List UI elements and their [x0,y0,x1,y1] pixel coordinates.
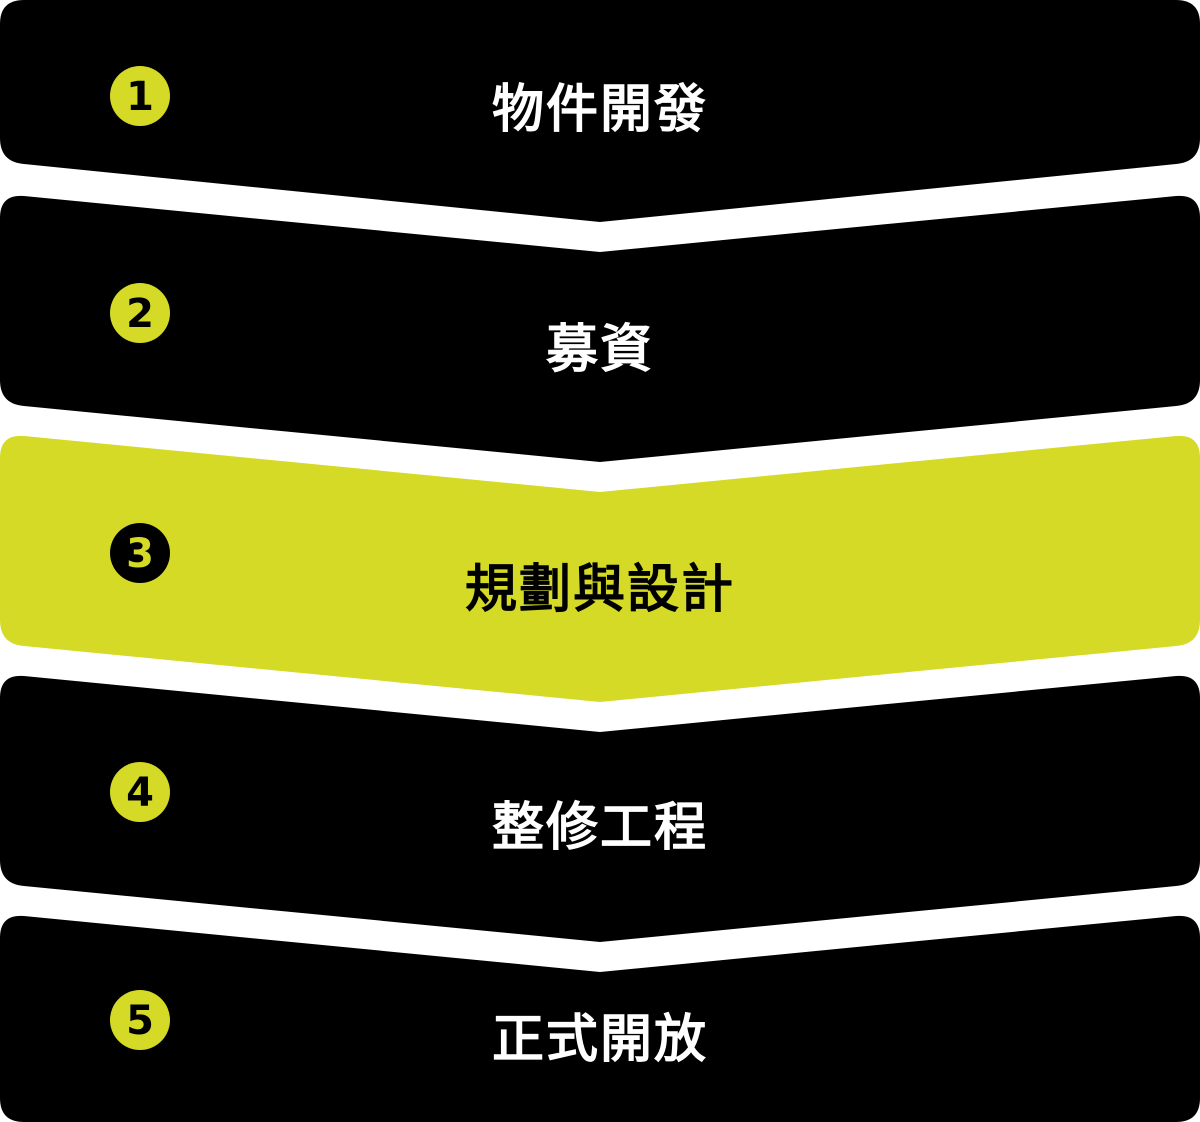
step-3-chevron [0,435,1200,702]
step-1-chevron [0,0,1200,222]
step-4-label: 整修工程 [492,798,708,858]
step-3-number-badge [110,523,170,583]
step-1-number-badge [110,66,170,126]
step-5-label: 正式開放 [492,1010,708,1070]
step-3-number: 3 [126,531,154,577]
step-4: 4 整修工程 [0,675,1200,942]
step-4-number: 4 [126,770,154,816]
step-2-chevron [0,195,1200,462]
step-4-chevron [0,675,1200,942]
step-2: 2 募資 [0,195,1200,462]
step-5-number: 5 [126,998,154,1044]
step-3-label: 規劃與設計 [465,560,735,620]
step-2-label: 募資 [545,320,654,380]
step-1-label: 物件開發 [492,80,708,140]
step-5: 5 正式開放 [0,915,1200,1122]
step-1-number: 1 [126,74,154,120]
step-4-number-badge [110,762,170,822]
step-1: 1 物件開發 [0,0,1200,222]
step-5-chevron [0,915,1200,1122]
step-5-number-badge [110,990,170,1050]
step-3: 3 規劃與設計 [0,435,1200,702]
step-2-number-badge [110,283,170,343]
step-2-number: 2 [126,291,154,337]
